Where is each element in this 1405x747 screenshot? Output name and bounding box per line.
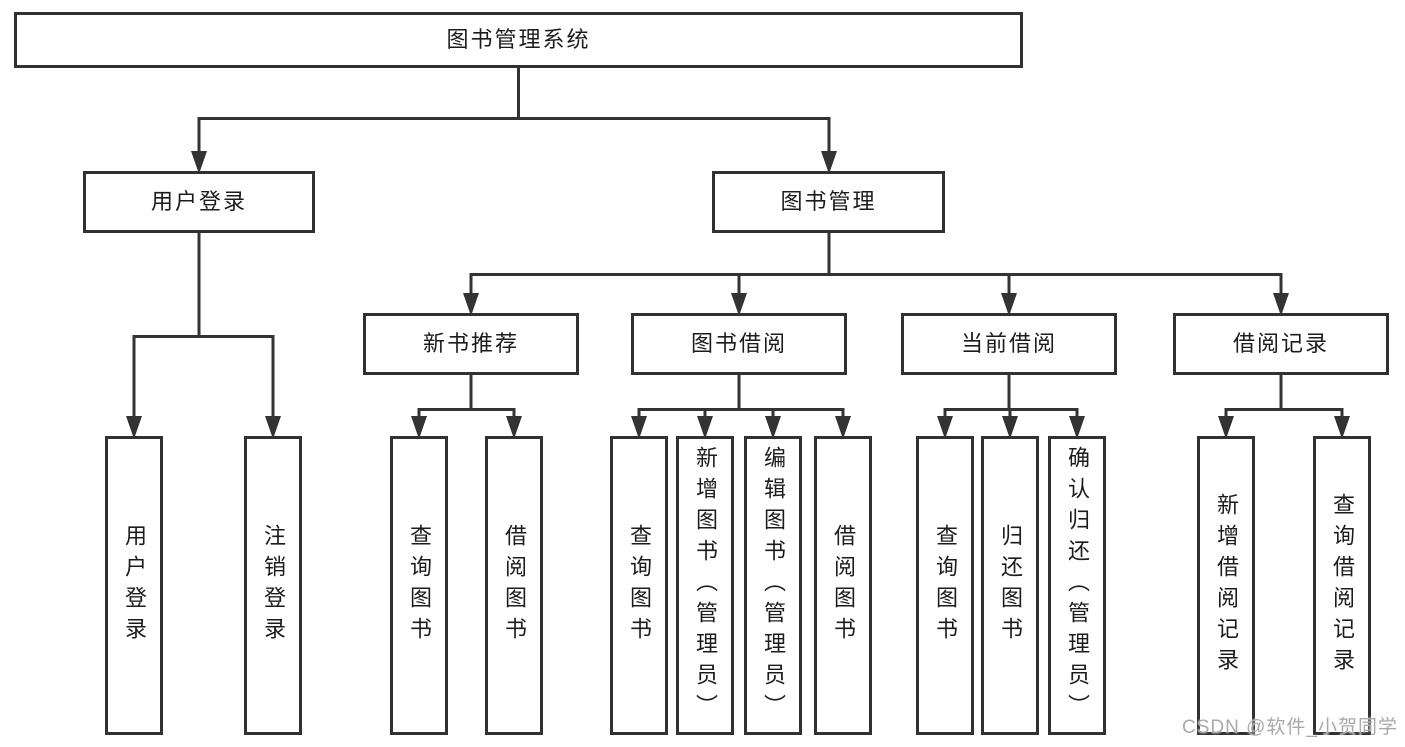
node-current-borrow: 当前借阅 <box>901 313 1117 375</box>
node-leaf-query-borrow-record: 查询借阅记录 <box>1313 436 1371 735</box>
node-book-management: 图书管理 <box>712 171 945 233</box>
node-borrow-record: 借阅记录 <box>1173 313 1389 375</box>
node-leaf-add-borrow-record: 新增借阅记录 <box>1197 436 1255 735</box>
node-leaf-user-login: 用户登录 <box>105 436 163 735</box>
connector-book-borrow-to-leaves <box>631 375 851 439</box>
node-book-borrow: 图书借阅 <box>631 313 847 375</box>
node-leaf-edit-book-admin: 编辑图书（管理员） <box>744 436 802 735</box>
node-leaf-query-book-recommend: 查询图书 <box>390 436 448 735</box>
node-leaf-confirm-return-admin: 确认归还（管理员） <box>1048 436 1106 735</box>
node-leaf-return-book: 归还图书 <box>981 436 1039 735</box>
node-root-library-system: 图书管理系统 <box>14 12 1023 68</box>
node-leaf-borrow-book-recommend: 借阅图书 <box>485 436 543 735</box>
connector-borrow-record-to-leaves <box>1218 375 1350 439</box>
connector-current-borrow-to-leaves <box>937 375 1085 439</box>
connector-user-login-to-leaves <box>126 233 281 439</box>
node-user-login: 用户登录 <box>83 171 315 233</box>
node-leaf-query-book-borrow: 查询图书 <box>610 436 668 735</box>
node-leaf-query-book-current: 查询图书 <box>916 436 974 735</box>
csdn-watermark: CSDN @软件_小贺同学 <box>1182 717 1398 738</box>
node-leaf-borrow-book: 借阅图书 <box>814 436 872 735</box>
node-leaf-add-book-admin: 新增图书（管理员） <box>676 436 734 735</box>
connector-new-book-recommend-to-leaves <box>411 375 522 439</box>
node-new-book-recommend: 新书推荐 <box>363 313 579 375</box>
node-leaf-logout: 注销登录 <box>244 436 302 735</box>
connector-root-to-level2 <box>191 68 837 174</box>
connector-book-management-to-level3 <box>463 233 1289 316</box>
